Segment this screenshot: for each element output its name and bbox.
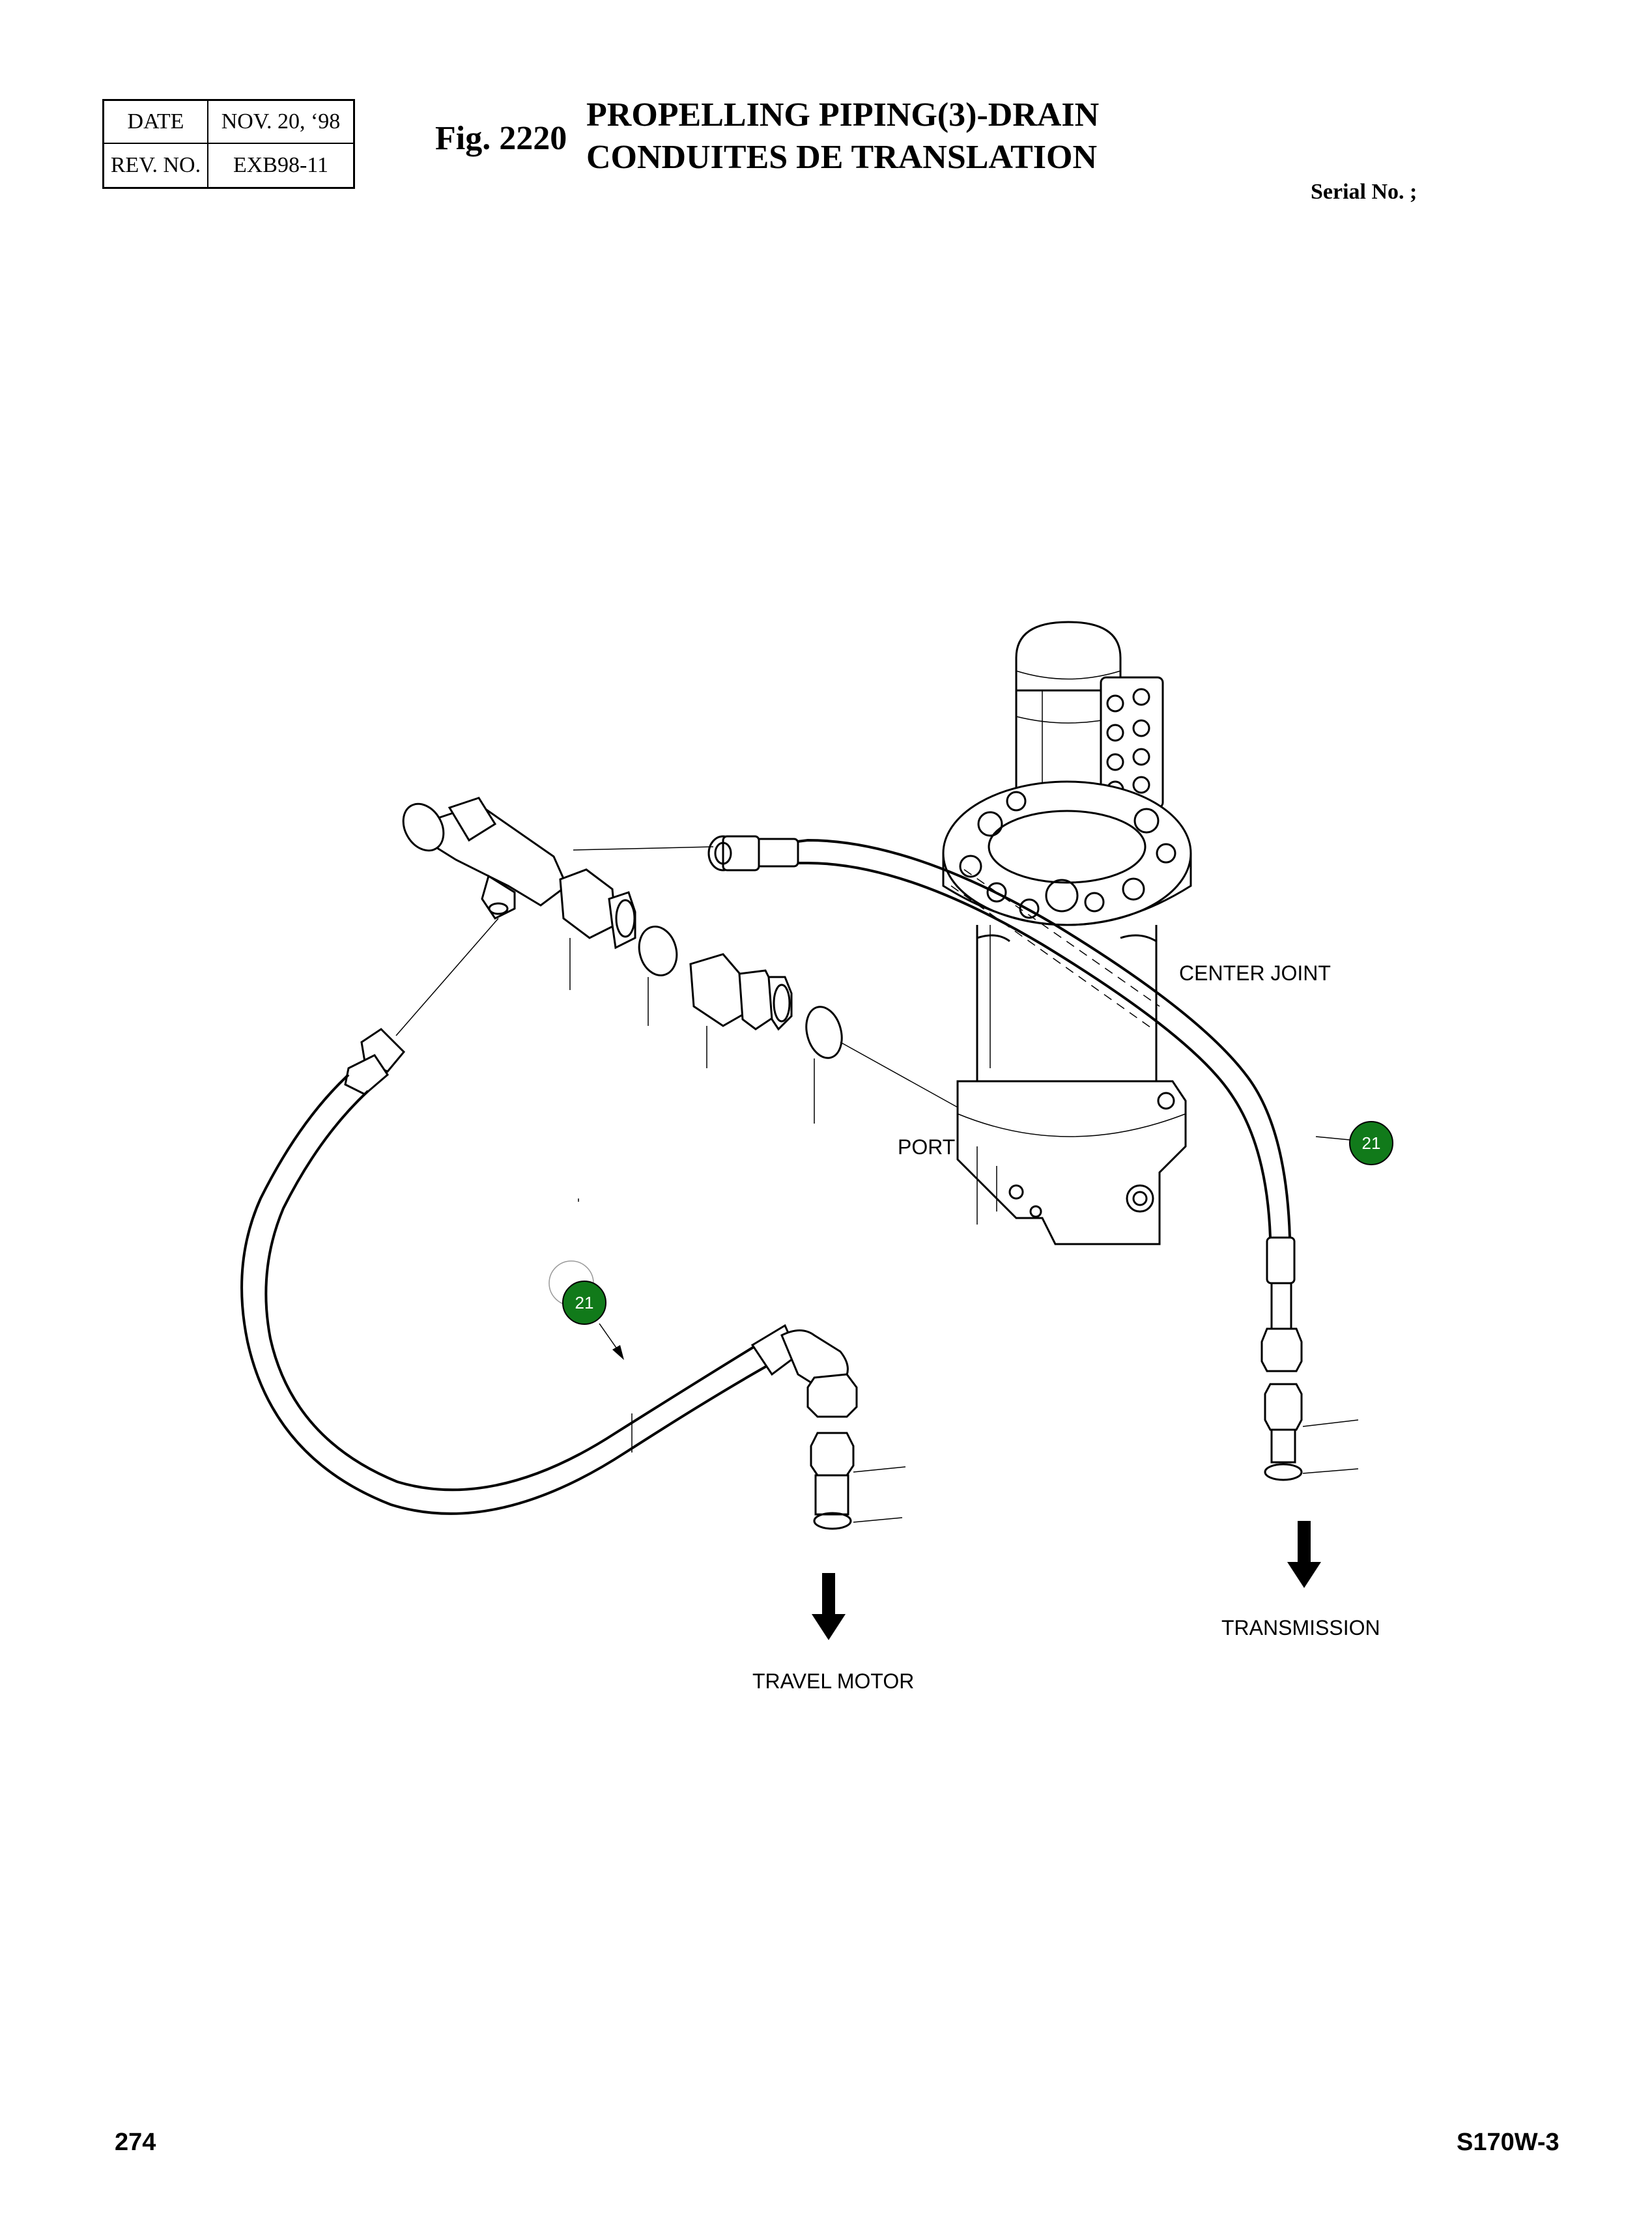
model-code: S170W-3 [1457, 2129, 1559, 2156]
rev-value: EXB98-11 [233, 153, 329, 177]
figure-title-french: CONDUITES DE TRANSLATION [586, 139, 1098, 176]
hose-transmission [707, 835, 1359, 1588]
label-travel-motor: TRAVEL MOTOR [752, 1669, 914, 1693]
figure-title-english: PROPELLING PIPING(3)-DRAIN [586, 96, 1100, 134]
hose-travel-motor [240, 918, 906, 1640]
callout-balloon-1: 21 [1315, 1121, 1393, 1165]
center-joint-assembly [942, 621, 1192, 1245]
label-port: PORT [898, 1135, 955, 1159]
revision-table: DATE NOV. 20, ‘98 REV. NO. EXB98-11 [102, 99, 355, 189]
serial-number: Serial No. ; [1311, 180, 1417, 204]
tee-fitting [402, 797, 714, 990]
connector-parts [638, 926, 958, 1124]
label-transmission: TRANSMISSION [1221, 1616, 1380, 1639]
figure-number: Fig. 2220 [435, 120, 567, 157]
rev-label: REV. NO. [104, 144, 208, 187]
date-value: NOV. 20, ‘98 [208, 101, 353, 144]
balloon-2-text: 21 [575, 1293, 594, 1312]
page-number: 274 [115, 2129, 156, 2156]
label-center-joint: CENTER JOINT [1179, 961, 1331, 985]
balloon-1-text: 21 [1362, 1133, 1381, 1153]
callout-balloon-2: 21 [548, 1260, 624, 1360]
date-label: DATE [104, 101, 208, 144]
